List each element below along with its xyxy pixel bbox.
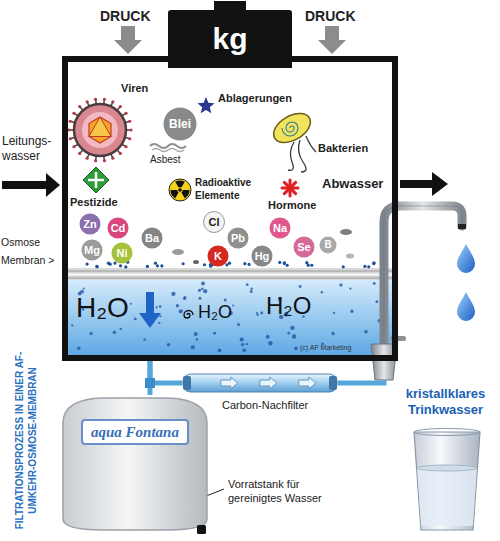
water-formula: H₂O xyxy=(198,303,232,321)
element-symbol: Hg xyxy=(255,251,270,262)
particle xyxy=(193,260,199,264)
tank-callout: Vorratstank für gereinigtes Wasser xyxy=(228,478,340,506)
lead-badge: Blei xyxy=(163,107,197,141)
element-circle: B xyxy=(319,236,337,254)
element-symbol: B xyxy=(324,240,331,250)
hormone-asterisk xyxy=(282,180,298,196)
tank-brand: aqua Fontana xyxy=(81,419,189,445)
water-drop xyxy=(457,244,475,273)
copyright-note: (c) AF Marketing xyxy=(300,344,351,353)
element-circle: Na xyxy=(269,217,291,239)
clean-water xyxy=(68,280,392,355)
membrane-layer xyxy=(68,278,392,279)
faucet-nozzle xyxy=(458,224,466,229)
particle xyxy=(346,254,354,259)
water-formula: H₂O xyxy=(266,294,311,318)
radioactive-trefoil xyxy=(171,181,190,199)
element-circle: Pb xyxy=(227,227,249,249)
molecule-spiral xyxy=(184,311,193,319)
element-circle: Mg xyxy=(81,239,103,261)
contaminant-label: Asbest xyxy=(150,154,181,167)
particle xyxy=(172,249,184,255)
pesticide-diamond xyxy=(83,167,109,193)
water-molecules xyxy=(71,261,387,353)
membrane-layer xyxy=(68,274,392,276)
weight-block: kg xyxy=(168,10,292,68)
element-circle: Ni xyxy=(111,242,133,264)
element-symbol: Se xyxy=(297,242,310,253)
asbestos-fibre xyxy=(152,149,184,152)
vertical-title: FILTRATIONSPROZESS IN EINER AF-UMKEHR-OS… xyxy=(14,345,39,535)
inlet-label: Leitungs- wasser xyxy=(2,134,60,164)
carbon-filter: Carbon-Nachfilter xyxy=(182,373,338,393)
element-circle: K xyxy=(207,245,229,267)
element-symbol: Ni xyxy=(117,248,128,259)
outlet-arrow xyxy=(400,180,434,188)
pesticide-cross xyxy=(88,179,104,182)
flow-arrow xyxy=(139,313,161,328)
deposit-star xyxy=(197,97,214,113)
drinking-glass xyxy=(414,432,480,530)
water-surface xyxy=(417,465,477,471)
water-pipe xyxy=(338,380,384,383)
filter-outline xyxy=(182,373,338,393)
element-circle: Hg xyxy=(251,245,273,267)
pressure-label: DRUCK xyxy=(100,8,151,26)
glass-water xyxy=(417,468,477,526)
element-symbol: Mg xyxy=(84,245,100,256)
outlet-arrow xyxy=(432,172,448,196)
element-circle: Cd xyxy=(107,217,129,239)
contaminant-label: Bakterien xyxy=(318,142,368,156)
pressure-arrow xyxy=(318,26,346,54)
element-symbol: Blei xyxy=(169,118,191,130)
membrane-layer xyxy=(68,271,392,272)
tank-outline xyxy=(55,395,215,535)
contaminant-label: Radioaktive Elemente xyxy=(195,177,269,202)
filter-label: Carbon-Nachfilter xyxy=(222,399,308,412)
storage-tank: aqua Fontana xyxy=(55,395,215,535)
virus-icon xyxy=(67,98,132,163)
element-circle: Ba xyxy=(141,227,163,249)
membrane xyxy=(68,268,392,280)
bacterium-icon xyxy=(269,108,316,172)
inlet-arrow xyxy=(2,181,48,189)
contaminant-label: Viren xyxy=(121,82,148,96)
element-symbol: Cd xyxy=(111,223,126,234)
element-circle: Zn xyxy=(79,213,101,235)
element-symbol: Cl xyxy=(209,217,220,228)
element-circle: Se xyxy=(293,236,315,258)
element-symbol: Pb xyxy=(231,233,245,244)
particle xyxy=(340,229,352,235)
asbestos-fibre xyxy=(150,144,186,148)
radioactive-symbol xyxy=(169,179,191,201)
contaminant-label: Ablagerungen xyxy=(218,92,292,106)
inlet-arrow xyxy=(46,173,60,197)
pressure-arrow xyxy=(114,26,142,54)
membrane-label: Osmose Membran > xyxy=(1,234,61,270)
element-symbol: Zn xyxy=(83,219,96,230)
glass-rim xyxy=(414,429,480,436)
contaminant-label: Hormone xyxy=(268,199,316,213)
pressure-label: DRUCK xyxy=(305,8,356,26)
element-symbol: Na xyxy=(273,223,287,234)
water-drop xyxy=(457,292,475,321)
element-symbol: K xyxy=(214,251,222,262)
outlet-label: Abwasser xyxy=(322,176,383,192)
water-formula: H₂O xyxy=(76,294,129,322)
flow-arrow xyxy=(146,292,154,314)
t-junction xyxy=(145,378,155,388)
element-circle: Cl xyxy=(203,211,225,233)
element-symbol: Ba xyxy=(145,233,159,244)
weight-label: kg xyxy=(212,24,247,54)
result-label: kristallklares Trinkwasser xyxy=(393,386,498,419)
contaminant-label: Pestizide xyxy=(70,196,118,210)
